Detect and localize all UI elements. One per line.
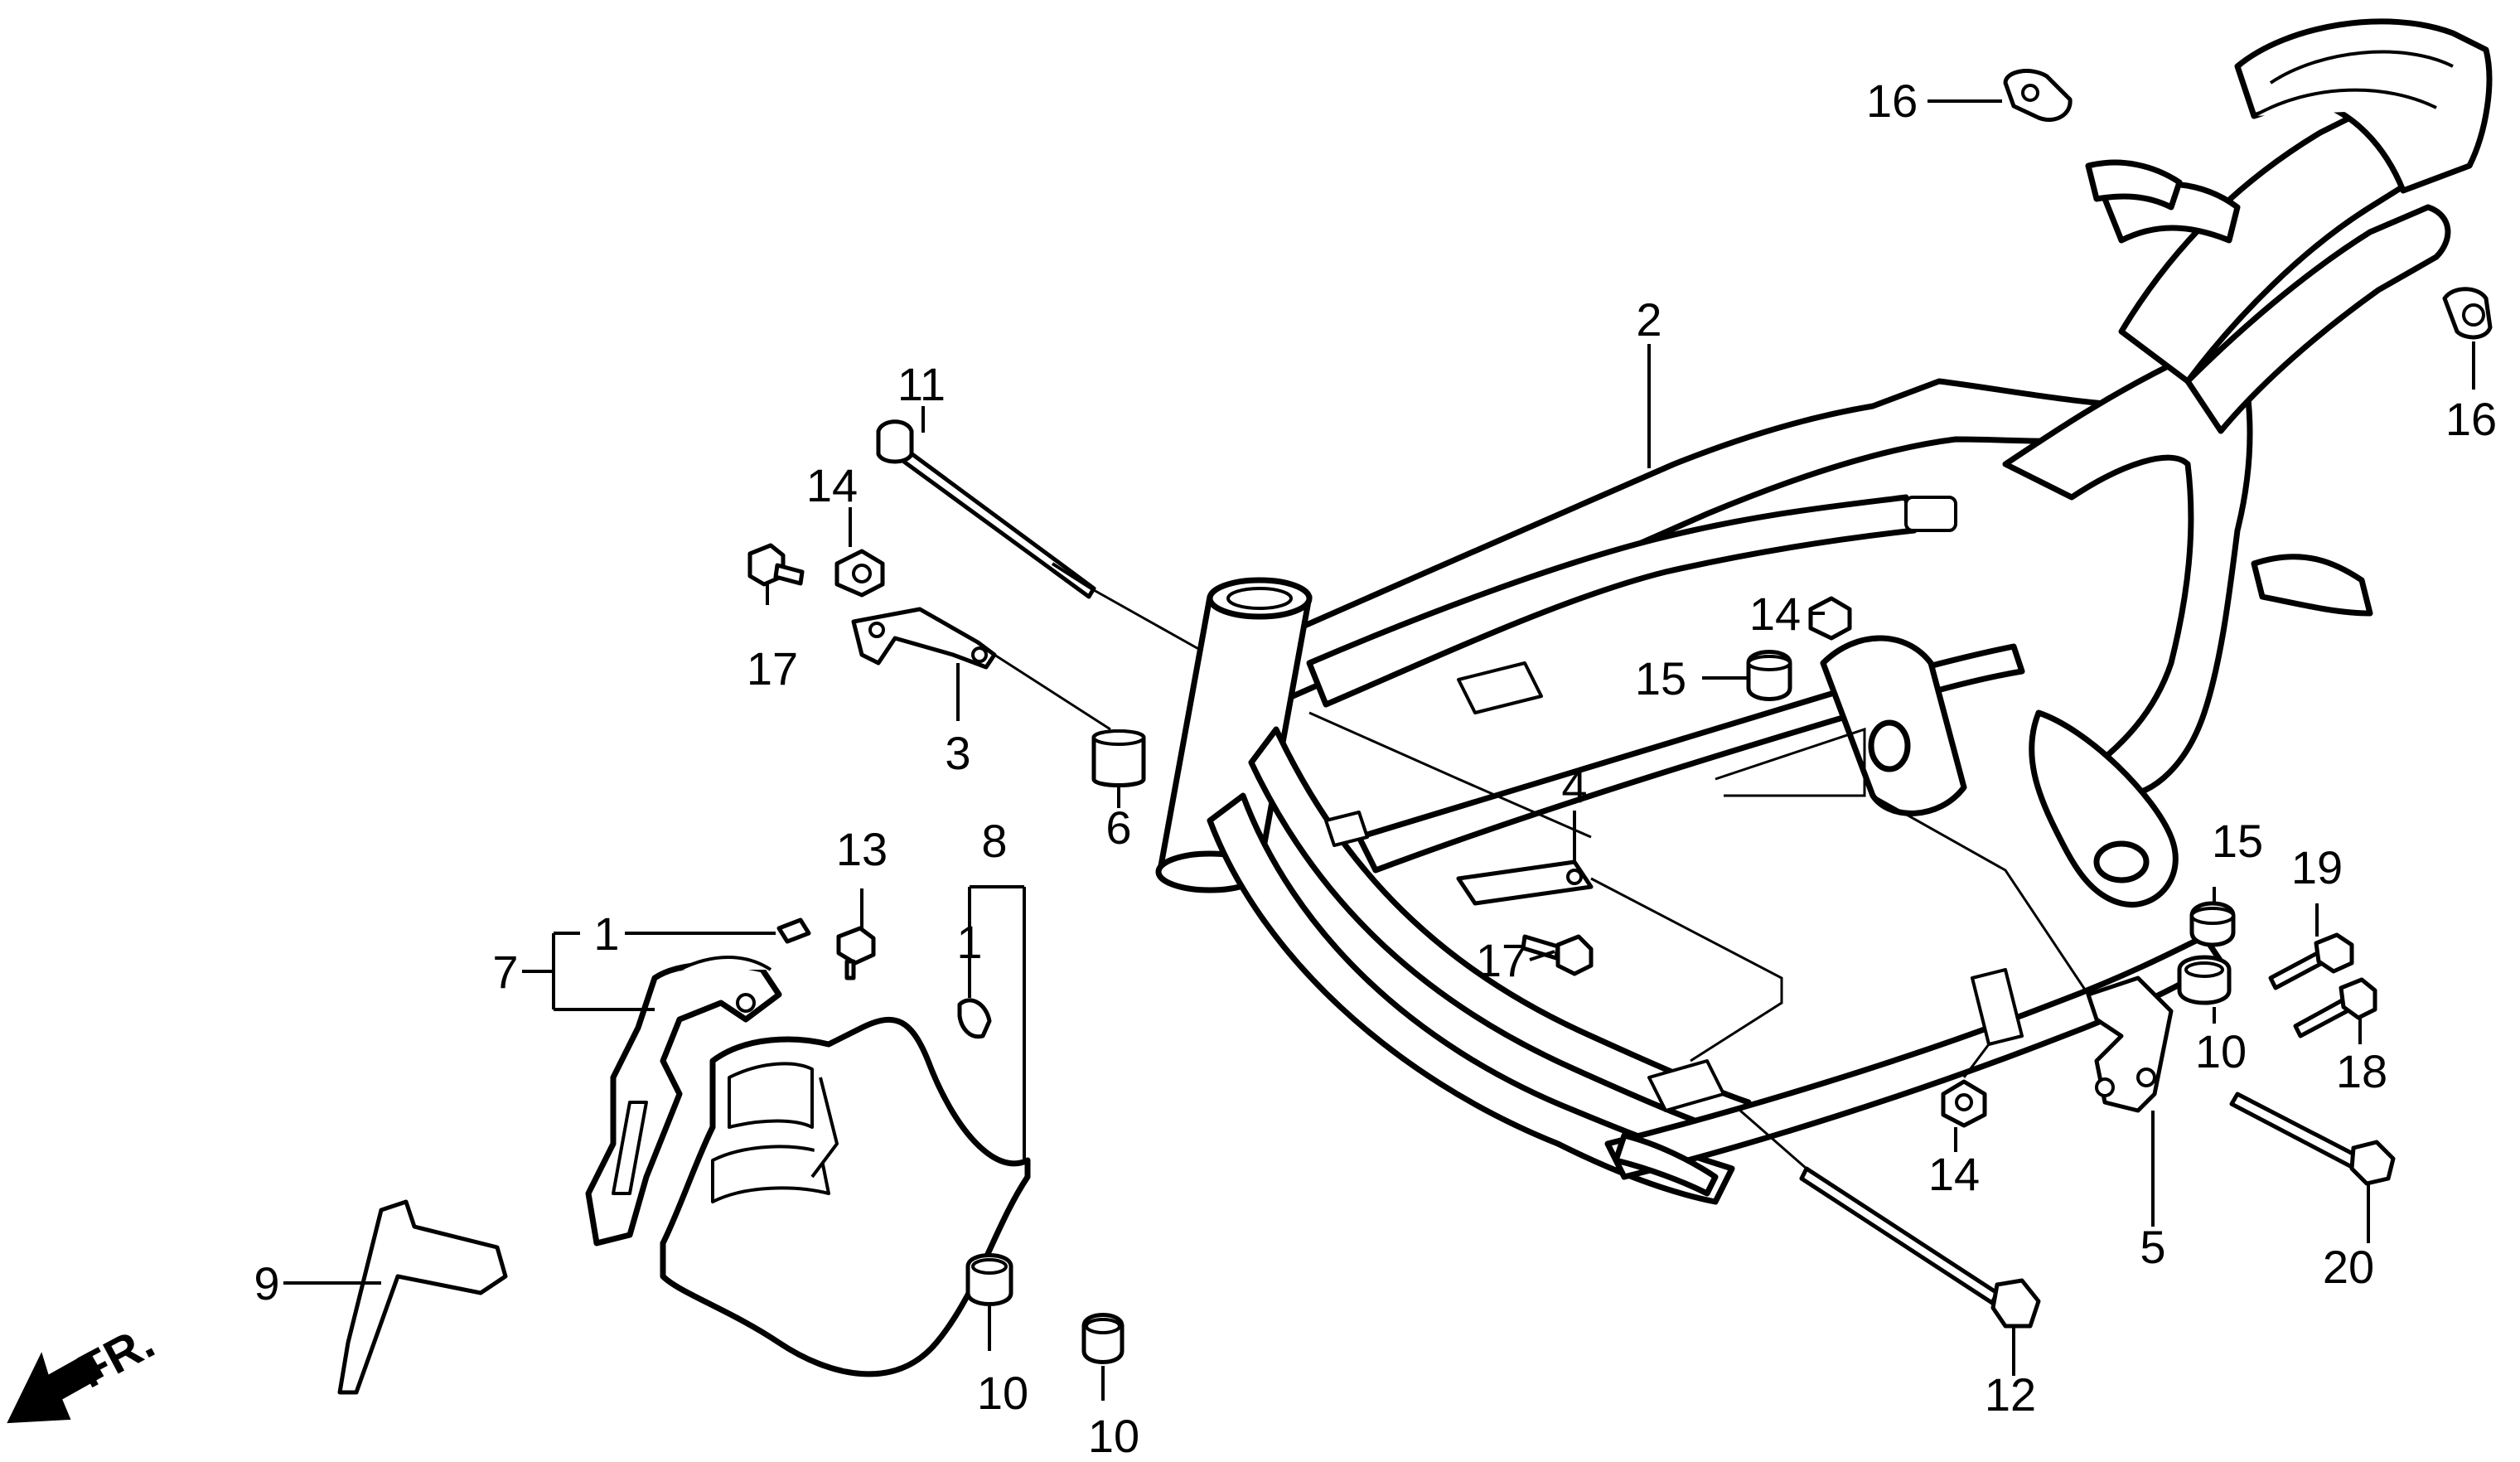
callout-10-right: 10 [2195, 1025, 2247, 1077]
bracket-3[interactable] [851, 607, 997, 670]
clip-16-top[interactable] [2003, 69, 2073, 122]
callout-14-left: 14 [806, 459, 858, 511]
callout-20: 20 [2323, 1241, 2374, 1293]
callout-15-middle: 15 [1635, 652, 1686, 704]
assembly-lines [994, 588, 2090, 1170]
callout-8: 8 [981, 815, 1007, 867]
nut-14-middle[interactable] [1808, 596, 1852, 641]
rubber-10-bottom[interactable] [1081, 1313, 1125, 1364]
callout-2: 2 [1636, 293, 1661, 346]
callout-9: 9 [254, 1257, 279, 1310]
bracket-4[interactable] [1456, 859, 1594, 906]
front-cover-7[interactable] [585, 956, 782, 1247]
nut-14-left[interactable] [834, 549, 885, 598]
bolt-18[interactable] [2293, 977, 2377, 1038]
callout-16-right: 16 [2445, 393, 2497, 445]
fr-arrow-icon [7, 1351, 104, 1424]
long-bolt-11[interactable] [876, 419, 1096, 599]
callout-10-bottom: 10 [1088, 1410, 1139, 1462]
callout-15-right: 15 [2212, 815, 2263, 867]
callout-17-left: 17 [747, 642, 798, 695]
callout-19: 19 [2291, 841, 2343, 893]
callout-16-top: 16 [1866, 75, 1918, 127]
callout-5: 5 [2140, 1221, 2165, 1273]
callout-18: 18 [2336, 1045, 2387, 1097]
screw-13[interactable] [836, 926, 876, 980]
callout-7: 7 [492, 946, 518, 998]
callout-1-top: 1 [593, 908, 619, 960]
callout-17-center: 17 [1476, 934, 1527, 986]
bolt-17-left[interactable] [747, 543, 805, 587]
bolt-17-center[interactable] [1521, 934, 1594, 976]
callout-6: 6 [1105, 801, 1131, 854]
callout-11: 11 [897, 358, 946, 410]
grommet-15-middle[interactable] [1746, 650, 1792, 701]
front-direction-arrow: FR. [7, 1314, 163, 1424]
side-cover-8[interactable] [660, 1017, 1031, 1377]
callout-13: 13 [836, 823, 888, 875]
clip-16-right[interactable] [2442, 287, 2493, 340]
callout-14-bottom: 14 [1928, 1148, 1980, 1200]
callout-12: 12 [1985, 1368, 2036, 1421]
bolt-20[interactable] [2229, 1092, 2396, 1186]
callout-1-lower: 1 [956, 916, 982, 968]
leader-lines [283, 99, 2475, 1401]
grommet-15-right[interactable] [2189, 901, 2236, 947]
cushion-1-lower[interactable] [957, 998, 992, 1039]
bracket-5[interactable] [2086, 975, 2174, 1113]
rubber-10-right[interactable] [2177, 955, 2232, 1005]
callout-14-middle: 14 [1749, 588, 1801, 640]
cushion-1-top[interactable] [776, 917, 811, 944]
bracket-9[interactable] [337, 1199, 508, 1395]
callout-3: 3 [945, 727, 970, 779]
long-bolt-12[interactable] [1799, 1166, 2041, 1329]
rubber-10-left[interactable] [965, 1253, 1013, 1306]
main-frame[interactable] [1155, 18, 2493, 1205]
callout-4: 4 [1561, 760, 1587, 812]
collar-6[interactable] [1091, 729, 1146, 787]
bolt-19[interactable] [2268, 932, 2354, 990]
callout-10-left: 10 [977, 1367, 1028, 1419]
nut-14-bottom[interactable] [1941, 1079, 1987, 1128]
callout-labels: 16 16 2 11 14 17 3 6 14 15 4 17 14 12 5 … [254, 75, 2497, 1462]
